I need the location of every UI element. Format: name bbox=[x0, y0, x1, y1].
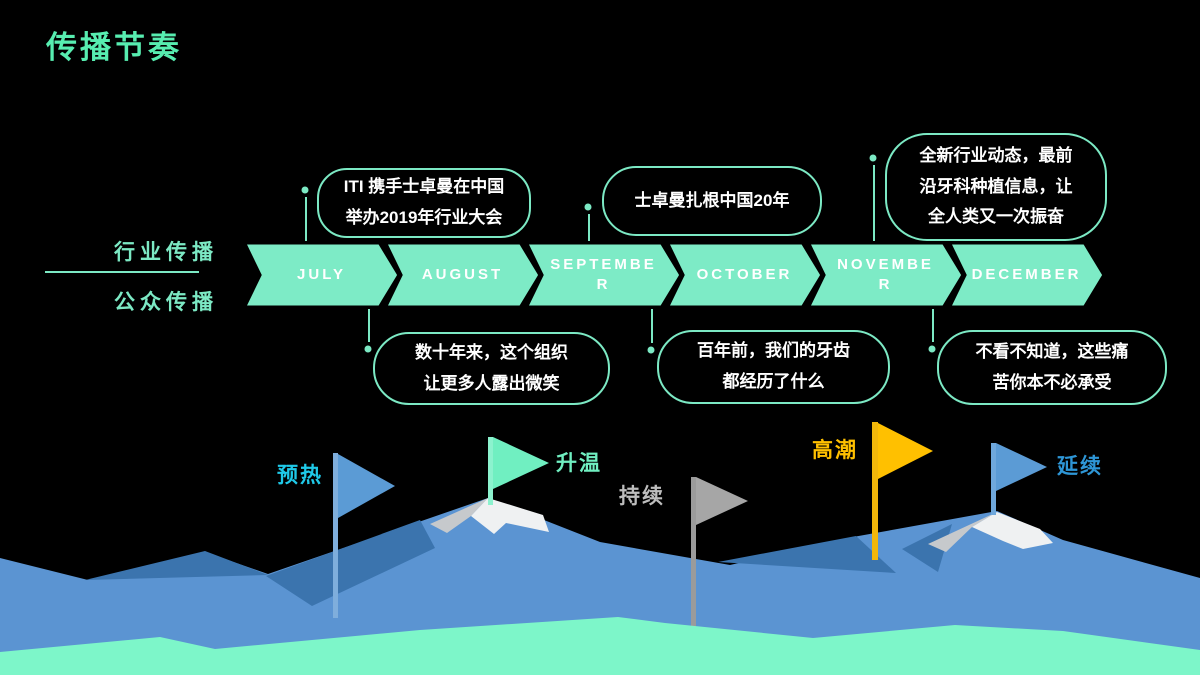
page-title: 传播节奏 bbox=[46, 30, 182, 65]
callout-bottom-december: 不看不知道，这些痛 苦你本不必承受 bbox=[937, 330, 1167, 405]
flag-continue bbox=[996, 443, 1047, 491]
snow-cap-right-shadow bbox=[928, 512, 997, 552]
snow-cap-right bbox=[972, 512, 1053, 549]
month-label-november: NOVEMBE R bbox=[837, 255, 934, 293]
callout-bottom-august: 数十年来，这个组织 让更多人露出微笑 bbox=[373, 332, 610, 405]
callout-bottom-october: 百年前，我们的牙齿 都经历了什么 bbox=[657, 330, 890, 404]
flag-pole-warmup bbox=[488, 437, 493, 505]
mountain-shadow-right bbox=[718, 536, 896, 573]
axis-label-industry: 行业传播 bbox=[114, 241, 218, 264]
month-label-august: AUGUST bbox=[421, 265, 504, 283]
callout-top-september: 士卓曼扎根中国20年 bbox=[602, 166, 822, 236]
chevron-september bbox=[521, 239, 685, 311]
flag-warmup bbox=[493, 437, 549, 489]
phase-label-preheat: 预热 bbox=[277, 463, 323, 487]
chevron-december bbox=[944, 239, 1108, 311]
phase-label-warmup: 升温 bbox=[556, 452, 602, 475]
flag-climax bbox=[878, 423, 933, 479]
flag-pole-sustain bbox=[691, 477, 696, 632]
callout-top-july: ITI 携手士卓曼在中国 举办2019年行业大会 bbox=[317, 168, 531, 238]
flag-preheat bbox=[338, 454, 395, 518]
month-label-september: SEPTEMBE R bbox=[550, 255, 657, 293]
chevron-july bbox=[239, 239, 403, 311]
flag-pole-continue bbox=[991, 443, 996, 515]
axis-label-public: 公众传播 bbox=[114, 291, 218, 314]
mountain-shadow-peak-right bbox=[902, 524, 952, 572]
mountain-shadow-center bbox=[266, 520, 435, 606]
flag-pole-climax bbox=[872, 422, 878, 560]
wave-front-mint bbox=[0, 617, 1200, 675]
chevron-august bbox=[380, 239, 544, 311]
phase-label-climax: 高潮 bbox=[812, 438, 858, 462]
phase-label-continue: 延续 bbox=[1056, 454, 1103, 478]
snow-cap-center-shadow bbox=[430, 498, 488, 533]
chevron-november bbox=[803, 239, 967, 311]
flag-pole-preheat bbox=[333, 453, 338, 618]
flag-sustain bbox=[696, 477, 748, 525]
month-label-july: JULY bbox=[297, 265, 346, 283]
month-label-october: OCTOBER bbox=[696, 265, 793, 283]
month-label-december: DECEMBER bbox=[971, 265, 1082, 283]
callout-connectors bbox=[301, 154, 936, 354]
mountain-shadow-left bbox=[85, 551, 268, 580]
chevron-october bbox=[662, 239, 826, 311]
snow-cap-center bbox=[471, 498, 549, 534]
phase-label-sustain: 持续 bbox=[619, 484, 665, 508]
axis-divider-line bbox=[45, 271, 199, 273]
callout-top-november: 全新行业动态，最前 沿牙科种植信息，让 全人类又一次振奋 bbox=[885, 133, 1107, 241]
